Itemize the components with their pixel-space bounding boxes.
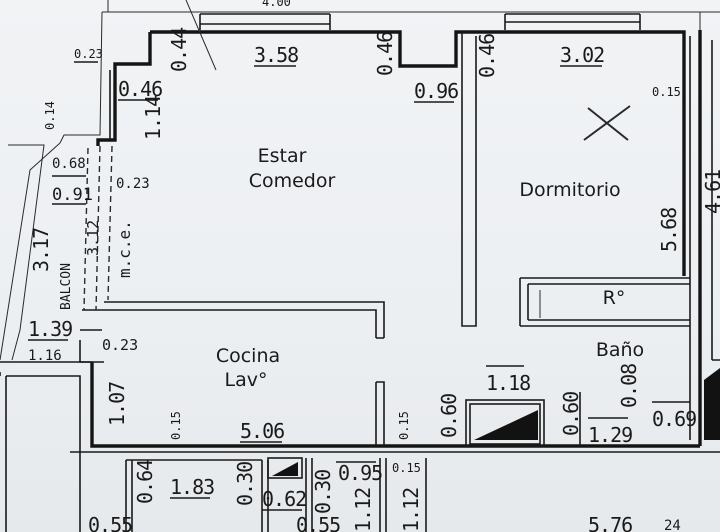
dim-1-14: 1.14 [141, 95, 165, 140]
dim-0-55-left: 0.55 [88, 513, 132, 532]
room-label-bano: Baño [596, 339, 644, 361]
mce-label: m.c.e. [115, 220, 134, 278]
dim-0-95: 0.95 [338, 461, 382, 485]
dim-0-14: 0.14 [43, 101, 57, 130]
dim-0-55-mid: 0.55 [296, 513, 340, 532]
balcony-divider [0, 145, 113, 363]
dim-0-30-a: 0.30 [233, 462, 257, 506]
dim-0-30-b: 0.30 [311, 470, 335, 514]
dim-1-12-a: 1.12 [351, 488, 375, 532]
room-label-comedor: Comedor [249, 170, 336, 192]
dim-0-68: 0.68 [52, 156, 86, 172]
dim-1-39: 1.39 [28, 317, 72, 341]
dim-1-16: 1.16 [28, 348, 62, 364]
dim-5-68: 5.68 [657, 208, 681, 252]
room-label-cocina: Cocina [216, 345, 280, 367]
dim-top-cut: 4.00 [262, 0, 291, 9]
bathroom-fixtures [465, 368, 720, 447]
dim-0-23-low: 0.23 [102, 336, 138, 354]
dim-3-17: 3.17 [29, 228, 53, 272]
dim-0-60-left: 0.60 [437, 394, 461, 438]
dim-0-23-mid: 0.23 [116, 176, 150, 192]
room-label-ropero: R° [603, 287, 626, 309]
room-label-balcon: BALCON [59, 263, 74, 310]
room-label-estar: Estar [258, 145, 307, 167]
dim-4-61: 4.61 [701, 170, 720, 214]
living-walls [90, 30, 700, 448]
dim-0-69: 0.69 [652, 407, 696, 431]
shaft-fill-3 [272, 462, 298, 476]
dim-1-12-b: 1.12 [399, 488, 423, 532]
outer-walls [0, 0, 720, 361]
dim-0-15-cocina: 0.15 [169, 411, 183, 440]
vertical-dimension-labels: 0.44 0.46 0.46 1.14 0.14 3.12 3.17 5.68 … [29, 27, 720, 532]
dimension-labels: 4.00 3.58 3.02 0.46 0.96 0.23 0.15 0.68 … [28, 0, 697, 532]
dim-5-06: 5.06 [240, 419, 284, 443]
window-top [199, 13, 641, 30]
dim-0-44: 0.44 [167, 27, 191, 72]
dim-0-15-lower: 0.15 [392, 461, 421, 475]
dim-3-12: 3.12 [84, 220, 102, 256]
dim-24: 24 [664, 518, 681, 532]
dim-0-62: 0.62 [262, 487, 306, 511]
dim-1-07: 1.07 [105, 382, 129, 426]
dim-0-15-top: 0.15 [652, 85, 681, 99]
lower-strip [0, 372, 720, 532]
dim-3-02: 3.02 [560, 43, 604, 67]
dim-0-46-mid: 0.46 [373, 32, 397, 76]
dim-5-76: 5.76 [588, 513, 632, 532]
room-label-lav: Lav° [225, 369, 268, 391]
dim-0-60-right: 0.60 [559, 392, 583, 436]
shaft-fill-1 [474, 410, 538, 440]
dim-0-91: 0.91 [52, 185, 93, 205]
dim-0-64: 0.64 [133, 459, 157, 504]
closet [519, 277, 690, 327]
kitchen-counter [104, 301, 385, 446]
bedroom-walls [461, 30, 720, 446]
dim-1-18: 1.18 [486, 371, 530, 395]
dim-3-58: 3.58 [254, 43, 298, 67]
shaft-fill-2 [704, 368, 720, 440]
cross-mark [185, 0, 631, 141]
dim-0-46-left: 0.46 [118, 77, 162, 101]
dim-1-83: 1.83 [170, 475, 214, 499]
dim-0-08: 0.08 [617, 364, 641, 408]
dim-0-46-right: 0.46 [475, 34, 499, 78]
dim-0-15-bano: 0.15 [397, 411, 411, 440]
dim-0-96: 0.96 [414, 79, 458, 103]
dim-1-29: 1.29 [588, 423, 632, 447]
dim-0-23-top: 0.23 [74, 47, 103, 61]
room-label-dormitorio: Dormitorio [519, 179, 620, 201]
